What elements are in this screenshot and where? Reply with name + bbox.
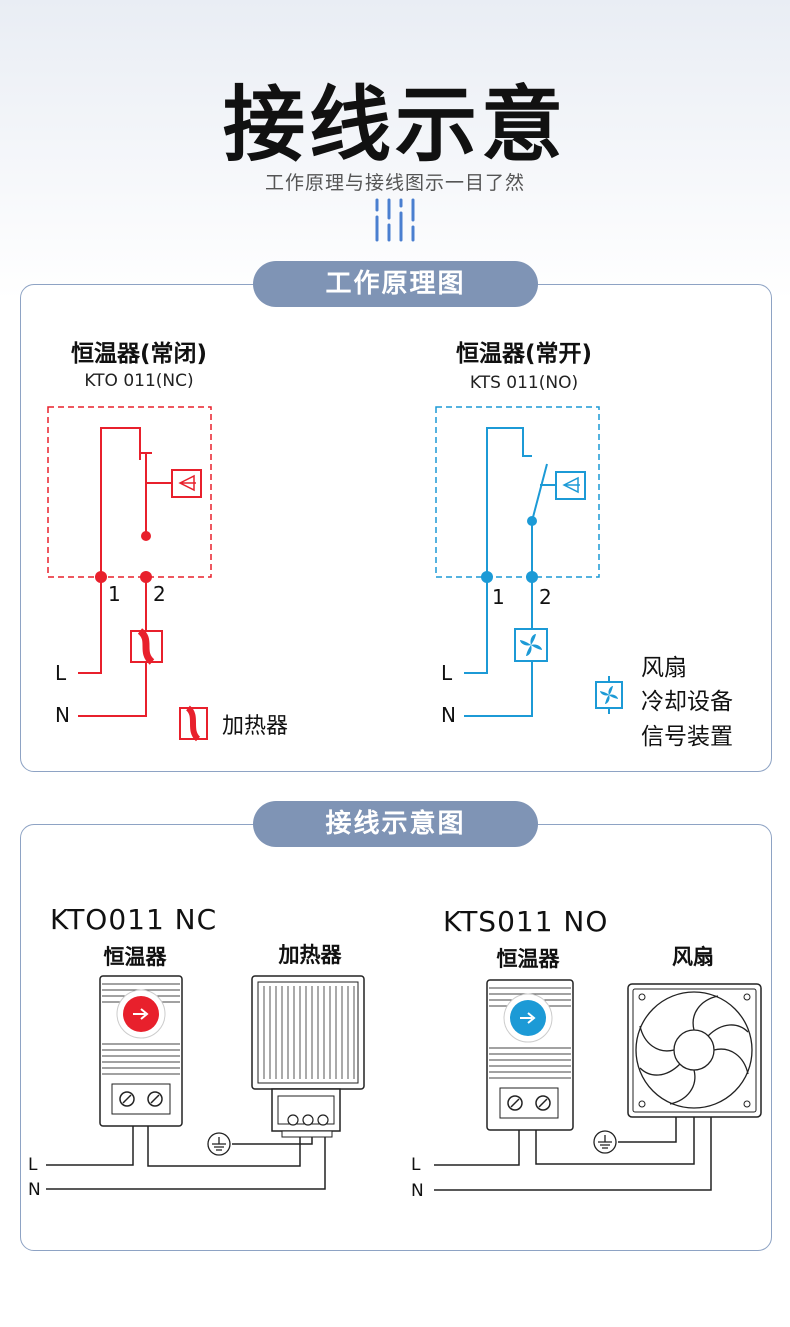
decorative-lines-icon	[375, 198, 415, 242]
fan-device	[627, 983, 762, 1118]
nc-wiring-line-L: L	[28, 1155, 38, 1175]
no-wiring-thermostat-label: 恒温器	[497, 947, 561, 971]
fan-legend-label-2: 冷却设备	[641, 689, 733, 715]
no-thermostat-box	[435, 406, 600, 578]
no-terminal-1-label: 1	[492, 585, 505, 609]
nc-wiring-lines	[46, 1126, 326, 1190]
nc-circuit	[78, 427, 202, 717]
no-thermostat-device	[486, 979, 574, 1131]
no-ground-icon	[593, 1130, 617, 1154]
heater-legend-icon	[179, 705, 208, 742]
fan-legend-icon	[595, 676, 623, 714]
no-terminal-1-dot	[481, 571, 493, 583]
no-principle-model: KTS 011(NO)	[470, 373, 578, 393]
no-wiring-line-N: N	[411, 1181, 424, 1201]
heater-device	[251, 975, 365, 1138]
no-wiring-lines	[434, 1117, 712, 1191]
fan-legend-label-1: 风扇	[641, 655, 687, 681]
nc-terminal-1-dot	[95, 571, 107, 583]
no-line-L: L	[441, 661, 453, 685]
no-circuit	[464, 427, 586, 717]
no-terminal-2-label: 2	[539, 585, 552, 609]
nc-principle-model: KTO 011(NC)	[84, 371, 193, 391]
nc-terminal-2-dot	[140, 571, 152, 583]
no-node	[527, 516, 537, 526]
no-terminal-2-dot	[526, 571, 538, 583]
nc-wiring-line-N: N	[28, 1180, 41, 1200]
page-subtitle: 工作原理与接线图示一目了然	[264, 172, 525, 194]
no-wiring-model: KTS011 NO	[443, 905, 608, 938]
no-wiring-device-label: 风扇	[672, 945, 714, 969]
fan-symbol-icon	[514, 628, 548, 662]
nc-principle-title: 恒温器(常闭)	[71, 341, 207, 367]
nc-ground-icon	[207, 1132, 231, 1156]
nc-thermostat-box	[47, 406, 212, 578]
page-title: 接线示意	[222, 78, 567, 173]
nc-wiring-thermostat-label: 恒温器	[104, 945, 168, 969]
fan-legend-label-3: 信号装置	[641, 724, 733, 750]
nc-line-L: L	[55, 661, 67, 685]
heater-legend-label: 加热器	[222, 714, 288, 739]
no-sensor-icon	[562, 476, 580, 494]
nc-thermostat-device	[99, 975, 183, 1127]
nc-node	[141, 531, 151, 541]
heater-symbol-icon	[130, 628, 163, 665]
no-principle-title: 恒温器(常开)	[456, 341, 592, 367]
nc-terminal-1-label: 1	[108, 582, 121, 606]
principle-diagram: 恒温器(常闭) KTO 011(NC) 1 2 L N 加热器 恒温器(常开) …	[47, 341, 733, 750]
nc-terminal-2-label: 2	[153, 582, 166, 606]
no-line-N: N	[441, 703, 456, 727]
nc-wiring-device-label: 加热器	[278, 943, 343, 967]
wiring-section-label: 接线示意图	[253, 801, 538, 847]
no-wiring-line-L: L	[411, 1155, 421, 1175]
nc-wiring-model: KTO011 NC	[50, 903, 217, 936]
nc-line-N: N	[55, 703, 70, 727]
wiring-diagram: KTO011 NC 恒温器 加热器	[28, 903, 762, 1201]
principle-section-label: 工作原理图	[253, 261, 538, 307]
nc-sensor-icon	[178, 474, 196, 492]
